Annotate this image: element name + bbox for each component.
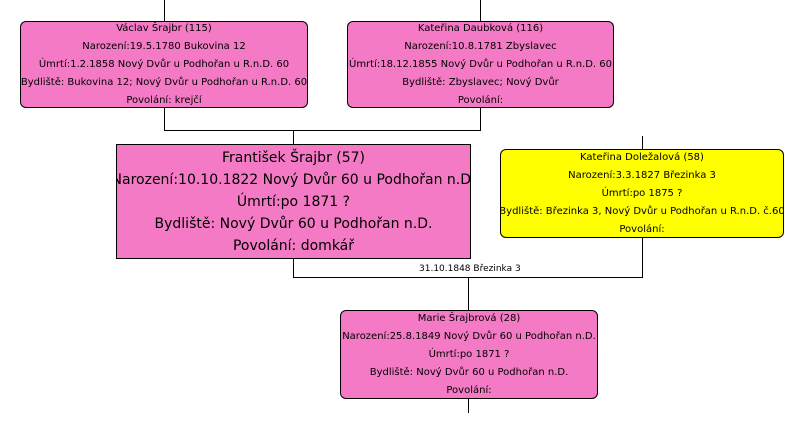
person-box-marie-srajbrova[interactable]: Marie Šrajbrová (28) Narození:25.8.1849 … bbox=[340, 310, 598, 399]
person-occupation: Povolání: bbox=[619, 223, 665, 235]
connector-line bbox=[480, 0, 481, 21]
connector-line bbox=[164, 130, 481, 131]
person-name: Marie Šrajbrová (28) bbox=[417, 312, 521, 324]
person-box-vaclav-srajbr[interactable]: Václav Šrajbr (115) Narození:19.5.1780 B… bbox=[20, 21, 308, 108]
connector-line bbox=[164, 0, 165, 21]
connector-line bbox=[293, 130, 294, 144]
person-death: Úmrtí:1.2.1858 Nový Dvůr u Podhořan u R.… bbox=[38, 58, 290, 70]
person-occupation: Povolání: bbox=[457, 94, 504, 106]
connector-line bbox=[642, 238, 643, 277]
connector-line bbox=[468, 399, 469, 413]
person-birth: Narození:3.3.1827 Březinka 3 bbox=[568, 169, 716, 181]
person-occupation: Povolání: bbox=[446, 384, 492, 396]
person-death: Úmrtí:po 1875 ? bbox=[601, 187, 683, 199]
person-name: František Šrajbr (57) bbox=[221, 149, 366, 166]
person-death: Úmrtí:po 1871 ? bbox=[236, 193, 351, 210]
person-death: Úmrtí:po 1871 ? bbox=[428, 348, 510, 360]
person-residence: Bydliště: Březinka 3, Nový Dvůr u Podhoř… bbox=[500, 205, 784, 217]
person-birth: Narození:19.5.1780 Bukovina 12 bbox=[82, 40, 246, 52]
person-box-katerina-dolezalova[interactable]: Kateřina Doležalová (58) Narození:3.3.18… bbox=[500, 149, 784, 238]
person-birth: Narození:10.10.1822 Nový Dvůr 60 u Podho… bbox=[116, 171, 471, 188]
connector-line bbox=[480, 107, 481, 130]
person-residence: Bydliště: Bukovina 12; Nový Dvůr u Podho… bbox=[20, 76, 308, 88]
person-name: Václav Šrajbr (115) bbox=[116, 22, 212, 34]
person-name: Kateřina Doležalová (58) bbox=[580, 151, 704, 163]
person-name: Kateřina Daubková (116) bbox=[417, 22, 544, 34]
marriage-label: 31.10.1848 Březinka 3 bbox=[418, 264, 522, 275]
person-death: Úmrtí:18.12.1855 Nový Dvůr u Podhořan u … bbox=[349, 58, 612, 70]
person-occupation: Povolání: krejčí bbox=[126, 94, 202, 106]
connector-line bbox=[642, 136, 643, 149]
person-residence: Bydliště: Nový Dvůr 60 u Podhořan n.D. bbox=[154, 215, 433, 232]
connector-line bbox=[468, 277, 469, 310]
person-occupation: Povolání: domkář bbox=[232, 237, 355, 254]
person-birth: Narození:25.8.1849 Nový Dvůr 60 u Podhoř… bbox=[342, 330, 596, 342]
person-residence: Bydliště: Nový Dvůr 60 u Podhořan n.D. bbox=[369, 366, 569, 378]
person-box-frantisek-srajbr[interactable]: František Šrajbr (57) Narození:10.10.182… bbox=[116, 144, 471, 259]
connector-line bbox=[164, 107, 165, 130]
person-birth: Narození:10.8.1781 Zbyslavec bbox=[404, 40, 557, 52]
person-residence: Bydliště: Zbyslavec; Nový Dvůr bbox=[402, 76, 559, 88]
person-box-katerina-daubkova[interactable]: Kateřina Daubková (116) Narození:10.8.17… bbox=[347, 21, 614, 108]
connector-line bbox=[293, 259, 294, 277]
